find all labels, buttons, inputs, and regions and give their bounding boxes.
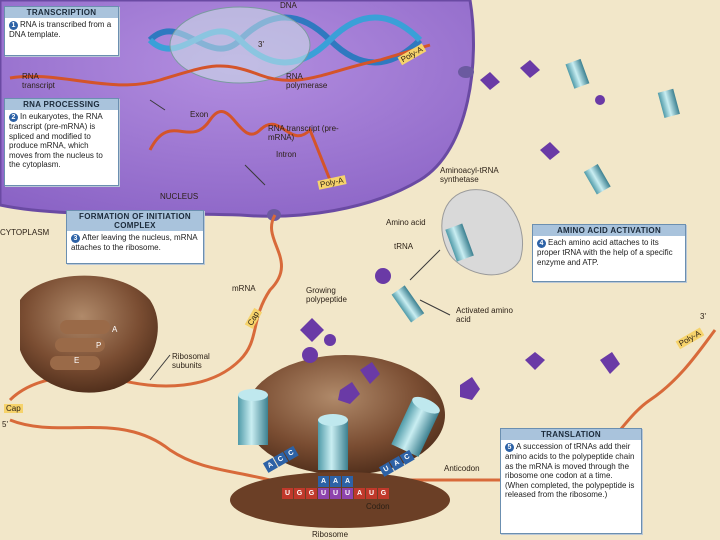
label-rna-transcript-pre: RNA transcript (pre-mRNA) xyxy=(268,124,339,142)
label-growing-polypeptide: Growing polypeptide xyxy=(306,286,347,304)
rna-processing-title: RNA PROCESSING xyxy=(5,99,118,110)
step-number: 3 xyxy=(71,234,80,243)
rna-polymerase xyxy=(169,6,311,84)
label-dna: DNA xyxy=(280,1,297,10)
base: U xyxy=(282,488,293,499)
amino-acid-activation-text: Each amino acid attaches to its proper t… xyxy=(537,238,673,267)
transcription-text: RNA is transcribed from a DNA template. xyxy=(9,20,112,39)
ribosomal-subunit-large xyxy=(20,275,158,393)
initiation-complex-text: After leaving the nucleus, mRNA attaches… xyxy=(71,233,198,252)
trna-right xyxy=(391,396,440,457)
translation-text: A succession of tRNAs add their amino ac… xyxy=(505,442,635,499)
label-five-prime: 5' xyxy=(2,420,8,429)
base: G xyxy=(378,488,389,499)
initiation-complex-title: FORMATION OF INITIATION COMPLEX xyxy=(67,211,203,231)
base: A xyxy=(318,476,329,487)
label-activated-amino-acid: Activated amino acid xyxy=(456,306,513,324)
label-trna: tRNA xyxy=(394,242,414,251)
free-trna xyxy=(565,58,590,89)
translation-title: TRANSLATION xyxy=(501,429,641,440)
activated-trna xyxy=(391,285,425,323)
free-trna xyxy=(583,164,611,195)
label-rna-transcript: RNA transcript xyxy=(22,72,55,90)
nuclear-pore xyxy=(458,66,474,78)
label-nucleus: NUCLEUS xyxy=(160,192,199,201)
label-subunit-e: E xyxy=(74,356,80,365)
pointer-lines xyxy=(149,99,451,381)
subunit-slot xyxy=(60,320,110,334)
base: G xyxy=(294,488,305,499)
amino-acid-activation-title: AMINO ACID ACTIVATION xyxy=(533,225,685,236)
label-ribosomal-subunits: Ribosomal subunits xyxy=(172,352,210,370)
base: U xyxy=(330,488,341,499)
step-number: 5 xyxy=(505,443,514,452)
label-three-prime: 3' xyxy=(258,40,264,49)
label-ribosome: Ribosome xyxy=(312,530,349,539)
pre-mrna xyxy=(148,110,332,181)
subunit-slot xyxy=(55,338,105,352)
base: A xyxy=(342,476,353,487)
label-cap-2: Cap xyxy=(4,404,23,413)
label-aminoacyl-trna-synthetase: Aminoacyl-tRNA synthetase xyxy=(440,166,499,184)
base: A xyxy=(354,488,365,499)
step-number: 4 xyxy=(537,239,546,248)
label-cytoplasm: CYTOPLASM xyxy=(0,228,50,237)
label-codon: Codon xyxy=(366,502,390,511)
trna-charged xyxy=(445,223,474,262)
trna-middle xyxy=(318,414,348,470)
label-anticodon: Anticodon xyxy=(444,464,480,473)
base: A xyxy=(330,476,341,487)
label-subunit-a: A xyxy=(112,325,118,334)
free-trna xyxy=(657,88,680,119)
rna-transcript xyxy=(9,43,431,87)
step-number: 2 xyxy=(9,113,18,122)
ribosome-small-subunit xyxy=(230,472,450,528)
label-subunit-p: P xyxy=(96,341,102,350)
base: U xyxy=(318,488,329,499)
label-mrna: mRNA xyxy=(232,284,256,293)
trna-left xyxy=(238,389,268,445)
label-rna-polymerase: RNA polymerase xyxy=(286,72,328,90)
base: U xyxy=(342,488,353,499)
base: U xyxy=(366,488,377,499)
rna-processing-text: In eukaryotes, the RNA transcript (pre-m… xyxy=(9,112,103,169)
transcription-title: TRANSCRIPTION xyxy=(5,7,118,18)
label-three-prime-2: 3' xyxy=(700,312,706,321)
label-exon: Exon xyxy=(190,110,209,119)
label-amino-acid: Amino acid xyxy=(386,218,426,227)
subunit-slot xyxy=(50,356,100,370)
label-intron: Intron xyxy=(276,150,297,159)
base: G xyxy=(306,488,317,499)
step-number: 1 xyxy=(9,21,18,30)
